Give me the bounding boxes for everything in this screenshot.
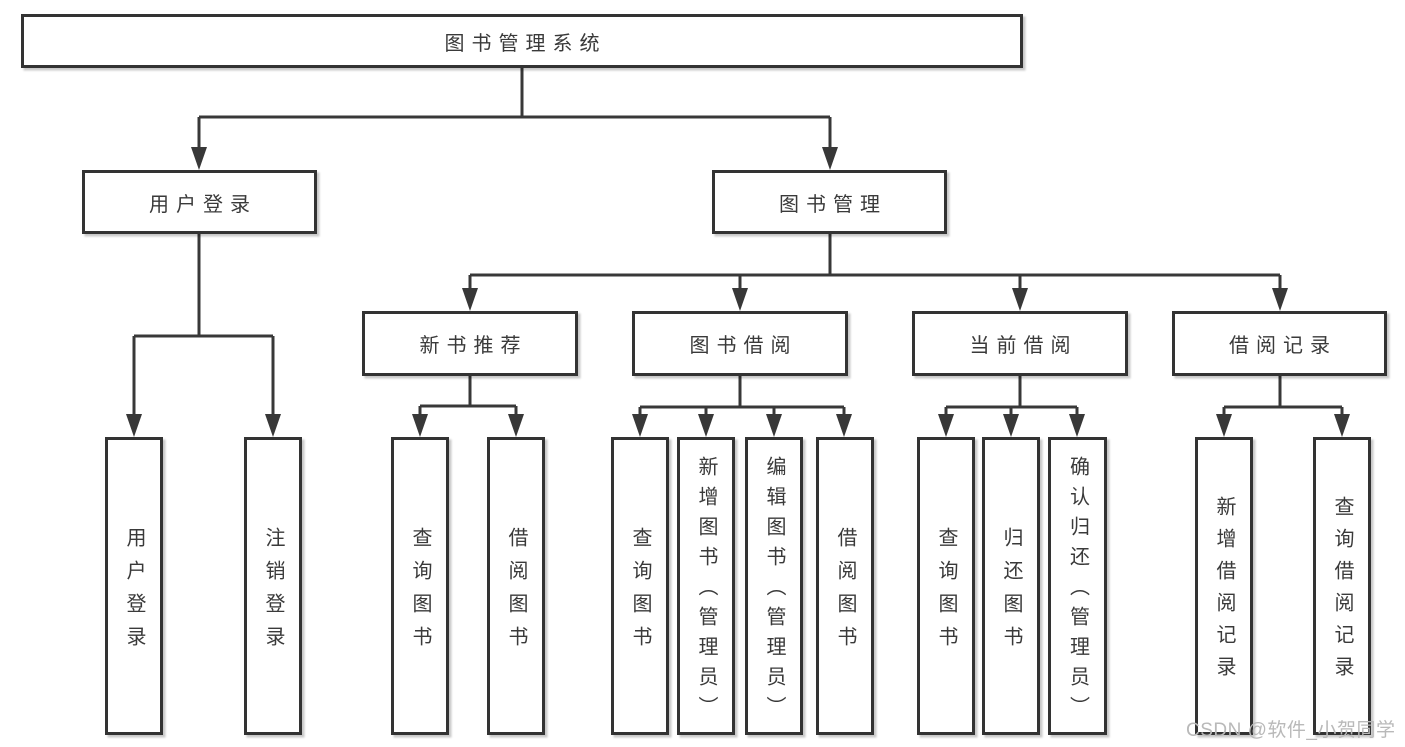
leaf-records-query-record: 查询借阅记录 (1313, 437, 1371, 735)
node-label: 新书推荐 (419, 335, 528, 357)
node-new-book-recommend: 新书推荐 (362, 311, 578, 376)
node-label: 借阅图书 (505, 526, 527, 659)
node-label: 归还图书 (1000, 526, 1022, 659)
node-label: 确认归还（管理员） (1066, 456, 1089, 726)
node-book-management-system: 图书管理系统 (21, 14, 1023, 68)
node-label: 新增图书（管理员） (695, 456, 717, 726)
leaf-newbook-query-books: 查询图书 (391, 437, 449, 735)
node-book-management: 图书管理 (712, 170, 947, 234)
leaf-current-confirm-return-admin: 确认归还（管理员） (1048, 437, 1107, 735)
node-label: 查询图书 (409, 526, 431, 659)
node-label: 用户登录 (149, 193, 257, 216)
node-label: 查询借阅记录 (1331, 496, 1353, 688)
leaf-current-return-books: 归还图书 (982, 437, 1040, 735)
leaf-user-login: 用户登录 (105, 437, 163, 735)
leaf-borrow-add-books-admin: 新增图书（管理员） (677, 437, 735, 735)
node-label: 借阅记录 (1229, 335, 1337, 357)
leaf-borrow-query-books: 查询图书 (611, 437, 669, 735)
node-label: 查询图书 (935, 526, 957, 659)
node-label: 当前借阅 (969, 335, 1078, 357)
leaf-records-add-record: 新增借阅记录 (1195, 437, 1253, 735)
node-label: 图书管理系统 (444, 32, 607, 55)
leaf-current-query-books: 查询图书 (917, 437, 975, 735)
node-label: 用户登录 (123, 526, 145, 659)
leaf-borrow-borrow-books: 借阅图书 (816, 437, 874, 735)
node-label: 借阅图书 (834, 526, 856, 659)
node-label: 图书管理 (779, 193, 887, 216)
node-label: 查询图书 (629, 526, 651, 659)
leaf-borrow-edit-books-admin: 编辑图书（管理员） (745, 437, 803, 735)
node-label: 注销登录 (262, 526, 284, 659)
node-label: 图书借阅 (689, 335, 798, 357)
node-user-login: 用户登录 (82, 170, 317, 234)
csdn-watermark: CSDN @软件_小贺同学 (1186, 720, 1396, 741)
node-label: 编辑图书（管理员） (763, 456, 785, 726)
leaf-logout: 注销登录 (244, 437, 302, 735)
node-borrowing-records: 借阅记录 (1172, 311, 1387, 376)
node-label: 新增借阅记录 (1213, 496, 1235, 688)
leaf-newbook-borrow-books: 借阅图书 (487, 437, 545, 735)
node-book-borrowing: 图书借阅 (632, 311, 848, 376)
node-current-borrowing: 当前借阅 (912, 311, 1128, 376)
